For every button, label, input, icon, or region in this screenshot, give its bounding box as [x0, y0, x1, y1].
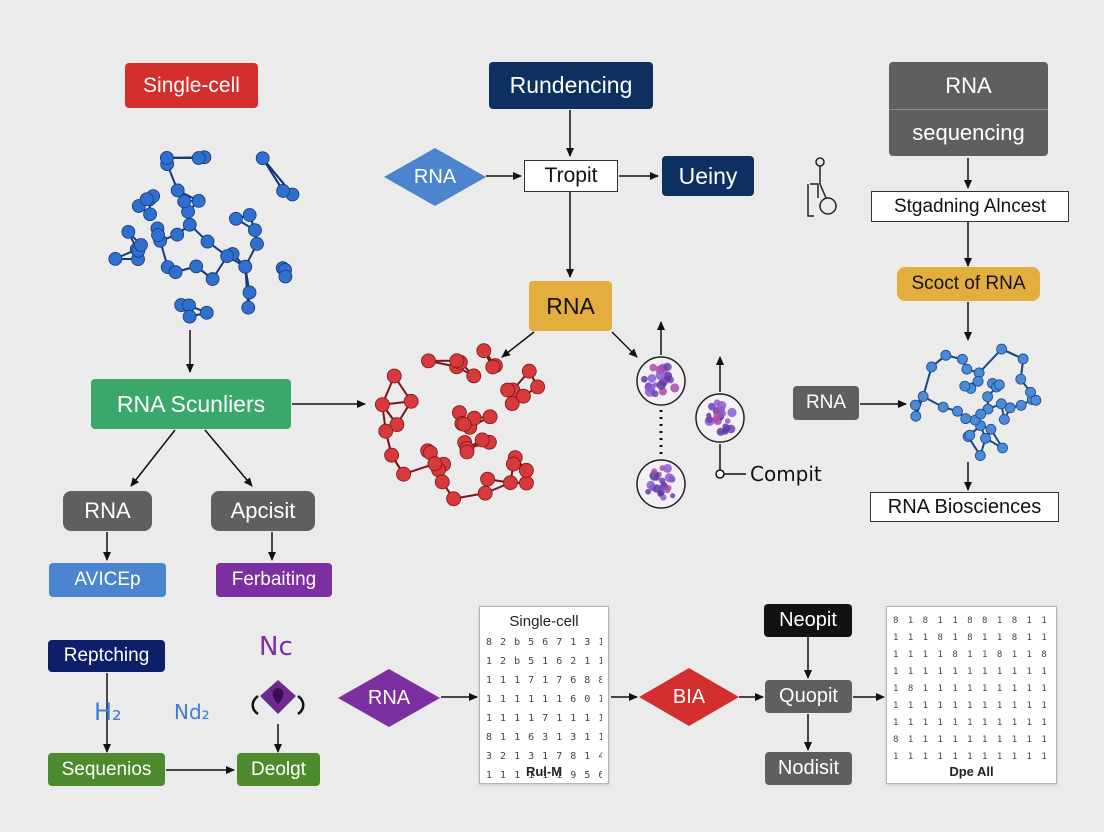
- single-cell-data-card[interactable]: Single-cell 8 2 b 5 6 7 1 3 1 1 7 0 7 1 2…: [479, 606, 609, 784]
- red-molecule-network-icon: [374, 343, 546, 507]
- compit-node-dot: [715, 469, 725, 479]
- tropit-box[interactable]: Tropit: [524, 160, 618, 192]
- rna-diamond-top-shape: [384, 148, 486, 206]
- arrow-rna-center-cell: [611, 331, 638, 358]
- ferbaiting-box[interactable]: Ferbaiting: [216, 563, 332, 597]
- apcisit-box[interactable]: Apcisit: [211, 491, 315, 531]
- rna-diamond-bottom[interactable]: RNA: [367, 686, 411, 709]
- blue-molecule-network-icon: [108, 150, 300, 324]
- card-row: 1 1 1 1 1 1 1 1 1 1 1 1: [893, 667, 1050, 677]
- card-row: 8 1 1 1 1 1 1 1 1 1 1 1: [893, 735, 1050, 745]
- shield-icon: [251, 680, 305, 716]
- bia-diamond[interactable]: BIA: [672, 685, 706, 708]
- rna-sequencing-box[interactable]: RNA sequencing: [889, 62, 1048, 156]
- rna-diamond-top[interactable]: RNA: [413, 165, 457, 188]
- arrow-scunliers-apcisit: [204, 429, 253, 487]
- single-cell-title-box[interactable]: Single-cell: [125, 63, 258, 108]
- card-row: 1 1 1 1 1 1 6 0 1 1 7 1: [486, 694, 602, 705]
- sequenios-box[interactable]: Sequenios: [48, 753, 165, 786]
- card-row: 1 1 1 1 1 1 9 5 6 3 2 2: [486, 770, 602, 781]
- compit-label: Compit: [750, 462, 822, 486]
- card-row: 3 2 1 3 1 7 8 1 4 1 3 1: [486, 751, 602, 762]
- stgadning-box[interactable]: Stgadning Alncest: [871, 191, 1069, 222]
- card-row: 1 1 1 8 1 8 1 1 8 1 1 1: [893, 633, 1050, 643]
- cell-cluster-icon: [636, 459, 686, 509]
- card-row: 1 8 1 1 1 1 1 1 1 1 1 1: [893, 684, 1050, 694]
- neopit-box[interactable]: Neopit: [764, 604, 852, 637]
- cell-cluster-icon: [636, 356, 686, 406]
- card-footer: Rul-M: [525, 764, 563, 779]
- arrow-rna-center-molecule: [501, 331, 535, 358]
- deolgt-box[interactable]: Deolgt: [237, 753, 320, 786]
- rna-right-box[interactable]: RNA: [793, 386, 859, 420]
- card-footer: Dpe All: [949, 764, 994, 779]
- person-glyph-icon: [807, 157, 837, 217]
- card-row: 1 2 b 5 1 6 2 1 1 1 5: [486, 656, 602, 667]
- nc-label: Nc: [259, 632, 293, 662]
- h2-label: H₂: [94, 698, 122, 726]
- cell-cluster-icon: [695, 393, 745, 443]
- card-row: 1 1 1 1 1 1 1 1 1 1 1 1: [893, 752, 1050, 762]
- rna-center-box[interactable]: RNA: [529, 281, 612, 331]
- nodisit-box[interactable]: Nodisit: [765, 752, 852, 785]
- rundencing-box[interactable]: Rundencing: [489, 62, 653, 109]
- card-row: 1 1 1 1 1 1 1 1 1 1 1 1: [893, 701, 1050, 711]
- rna-scunliers-box[interactable]: RNA Scunliers: [91, 379, 291, 429]
- dpe-all-data-card[interactable]: 8 1 8 1 1 8 8 1 8 1 1 1 1 1 1 8 1 8 1 1 8…: [886, 606, 1057, 784]
- card-title: Single-cell: [509, 613, 579, 630]
- reptching-box[interactable]: Reptching: [48, 640, 165, 672]
- card-data-rows: 8 2 b 5 6 7 1 3 1 1 7 0 7 1 2 b 5 1 6 2 1…: [486, 633, 602, 785]
- card-row: 1 1 1 1 8 1 1 8 1 1 8 1: [893, 650, 1050, 660]
- avicep-box[interactable]: AVICEp: [49, 563, 166, 597]
- nd2-label: Nd₂: [174, 700, 210, 724]
- bia-diamond-shape: [639, 668, 739, 726]
- quopit-box[interactable]: Quopit: [765, 680, 852, 713]
- scoct-rna-box[interactable]: Scoct of RNA: [897, 267, 1040, 301]
- card-row: 8 2 b 5 6 7 1 3 1 1 7 0 7: [486, 637, 602, 648]
- rna-left-box[interactable]: RNA: [63, 491, 152, 531]
- card-row: 1 1 1 7 1 7 6 8 8 1 8 0 1: [486, 675, 602, 686]
- card-row: 8 1 1 6 3 1 3 1 1 1 8 3: [486, 732, 602, 743]
- rna-biosciences-box[interactable]: RNA Biosciences: [870, 492, 1059, 522]
- arrow-scunliers-rna: [130, 429, 176, 487]
- card-row: 8 1 8 1 1 8 8 1 8 1 1 1: [893, 616, 1050, 626]
- ueiny-box[interactable]: Ueiny: [662, 156, 754, 196]
- card-row: 1 1 1 1 7 1 1 1 1 9 7 1: [486, 713, 602, 724]
- rna-sequencing-divider: [889, 108, 1048, 110]
- blue-molecule-network-icon: [909, 343, 1042, 461]
- card-row: 1 1 1 1 1 1 1 1 1 1 1 1: [893, 718, 1050, 728]
- rna-sequencing-line2: sequencing: [912, 119, 1025, 145]
- rna-diamond-bottom-shape: [338, 669, 440, 727]
- card-data-rows: 8 1 8 1 1 8 8 1 8 1 1 1 1 1 1 8 1 8 1 1 8…: [893, 613, 1050, 766]
- rna-sequencing-line1: RNA: [945, 72, 992, 98]
